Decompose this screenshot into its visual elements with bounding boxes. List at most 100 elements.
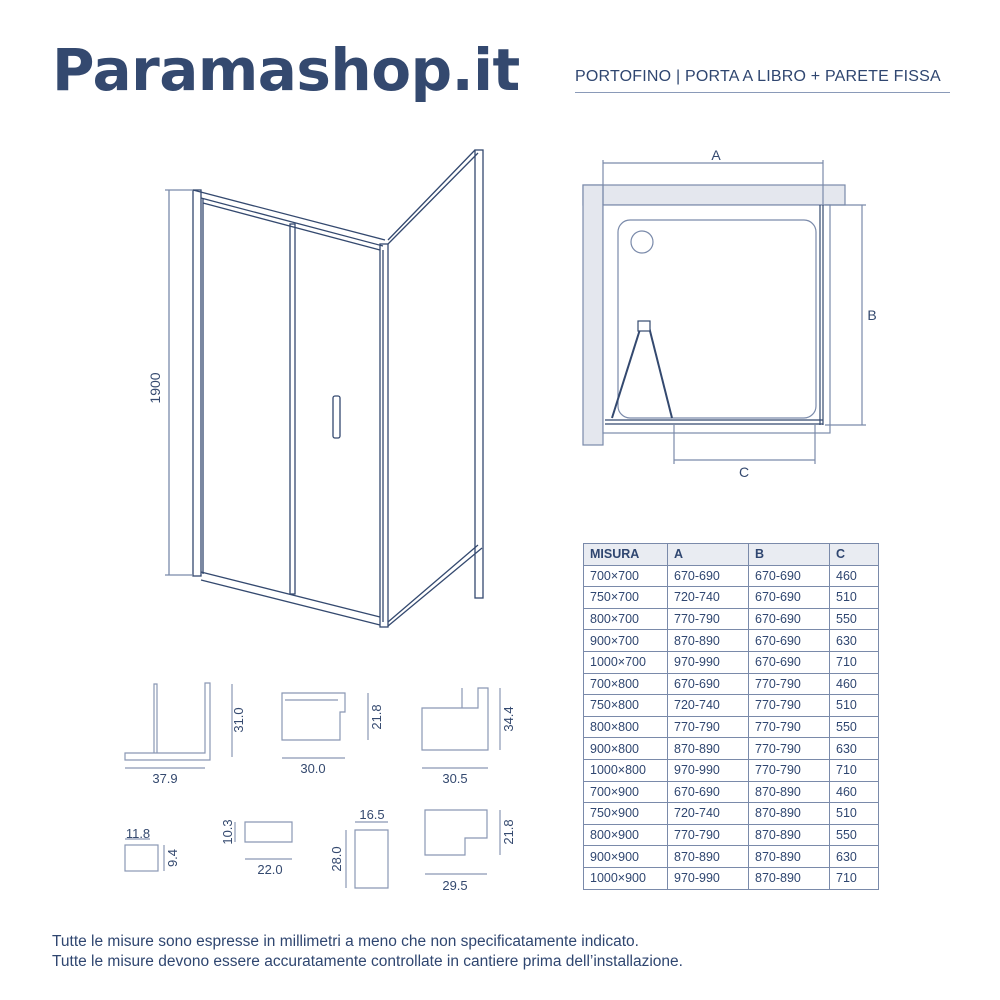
table-cell: 510 — [829, 586, 879, 609]
header-misura: MISURA — [583, 543, 668, 566]
p4-height: 9.4 — [165, 849, 180, 867]
table-cell: 460 — [829, 672, 879, 696]
p7-height: 21.8 — [501, 819, 516, 844]
table-cell: 770-790 — [748, 694, 830, 717]
table-cell: 800×700 — [583, 607, 668, 631]
p1-width: 37.9 — [152, 771, 177, 786]
table-cell: 970-990 — [667, 650, 749, 674]
table-cell: 870-890 — [748, 802, 830, 825]
table-cell: 550 — [829, 715, 879, 739]
table-cell: 670-690 — [748, 564, 830, 588]
table-cell: 630 — [829, 737, 879, 760]
table-cell: 770-790 — [667, 823, 749, 847]
table-cell: 800×800 — [583, 715, 668, 739]
dim-b-label: B — [867, 307, 876, 323]
table-cell: 900×900 — [583, 845, 668, 868]
table-cell: 510 — [829, 802, 879, 825]
table-cell: 770-790 — [748, 672, 830, 696]
table-cell: 550 — [829, 823, 879, 847]
table-cell: 670-690 — [667, 564, 749, 588]
table-cell: 630 — [829, 845, 879, 868]
height-label: 1900 — [147, 372, 163, 403]
dim-a-label: A — [711, 147, 721, 163]
table-cell: 670-690 — [667, 780, 749, 804]
table-cell: 670-690 — [667, 672, 749, 696]
table-cell: 970-990 — [667, 866, 749, 890]
table-cell: 970-990 — [667, 758, 749, 782]
table-cell: 800×900 — [583, 823, 668, 847]
table-cell: 510 — [829, 694, 879, 717]
table-cell: 870-890 — [748, 866, 830, 890]
p6-height: 28.0 — [329, 846, 344, 871]
footer-note-1: Tutte le misure sono espresse in millime… — [52, 933, 639, 950]
table-cell: 900×800 — [583, 737, 668, 760]
p5-width: 22.0 — [257, 862, 282, 877]
table-cell: 770-790 — [748, 758, 830, 782]
table-cell: 460 — [829, 564, 879, 588]
brand-logo: Paramashop.it — [52, 36, 520, 104]
table-cell: 670-690 — [748, 586, 830, 609]
table-cell: 750×900 — [583, 802, 668, 825]
table-cell: 770-790 — [667, 715, 749, 739]
p2-width: 30.0 — [300, 761, 325, 776]
table-cell: 870-890 — [667, 845, 749, 868]
p3-height: 34.4 — [501, 706, 516, 731]
table-cell: 1000×900 — [583, 866, 668, 890]
table-cell: 870-890 — [748, 823, 830, 847]
table-cell: 720-740 — [667, 586, 749, 609]
table-cell: 720-740 — [667, 802, 749, 825]
table-cell: 700×900 — [583, 780, 668, 804]
table-cell: 770-790 — [667, 607, 749, 631]
table-cell: 900×700 — [583, 629, 668, 652]
table-cell: 670-690 — [748, 629, 830, 652]
dim-c-label: C — [739, 464, 749, 480]
table-cell: 1000×700 — [583, 650, 668, 674]
p6-width: 16.5 — [359, 807, 384, 822]
p5-height: 10.3 — [220, 819, 235, 844]
table-cell: 770-790 — [748, 715, 830, 739]
p4-width: 11.8 — [126, 826, 150, 841]
product-subtitle: PORTOFINO | PORTA A LIBRO + PARETE FISSA — [575, 68, 950, 93]
table-cell: 700×800 — [583, 672, 668, 696]
table-cell: 750×800 — [583, 694, 668, 717]
table-cell: 710 — [829, 650, 879, 674]
table-cell: 720-740 — [667, 694, 749, 717]
table-cell: 710 — [829, 758, 879, 782]
table-cell: 870-890 — [748, 845, 830, 868]
table-cell: 870-890 — [667, 629, 749, 652]
table-cell: 550 — [829, 607, 879, 631]
p3-width: 30.5 — [442, 771, 467, 786]
p1-height: 31.0 — [231, 707, 246, 732]
table-cell: 870-890 — [748, 780, 830, 804]
footer-notes: Tutte le misure sono espresse in millime… — [52, 932, 683, 972]
table-cell: 460 — [829, 780, 879, 804]
p2-height: 21.8 — [369, 704, 384, 729]
table-header-row: MISURA A B C — [583, 543, 879, 566]
header-a: A — [667, 543, 749, 566]
p7-width: 29.5 — [442, 878, 467, 893]
table-cell: 770-790 — [748, 737, 830, 760]
table-cell: 700×700 — [583, 564, 668, 588]
table-cell: 670-690 — [748, 650, 830, 674]
table-cell: 870-890 — [667, 737, 749, 760]
table-cell: 710 — [829, 866, 879, 890]
header-b: B — [748, 543, 830, 566]
